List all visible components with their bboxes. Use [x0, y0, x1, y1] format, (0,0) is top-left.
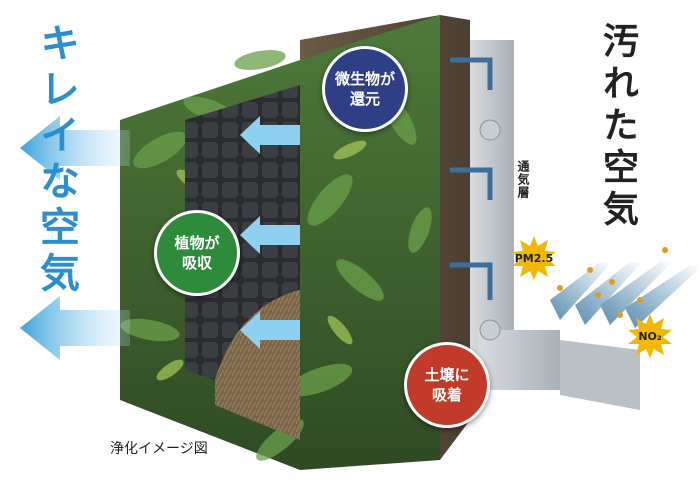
caption: 浄化イメージ図 — [110, 441, 208, 457]
starburst-icon — [512, 236, 556, 280]
plant-absorption-label: 植物が 吸収 — [154, 210, 240, 296]
no2-badge: NO₂ — [626, 312, 674, 360]
polluted-air-streaks — [550, 262, 700, 328]
dirty-air-title: 汚れた空気 — [597, 22, 638, 232]
foliage — [120, 50, 432, 461]
pollutant-particles — [557, 247, 668, 318]
no2-text: NO₂ — [638, 329, 662, 343]
pm25-badge: PM2.5 — [510, 234, 558, 282]
pm25-text: PM2.5 — [514, 251, 554, 265]
air-duct — [470, 40, 640, 410]
starburst-icon — [628, 314, 672, 358]
air-layer-label: 通気層 — [516, 160, 530, 199]
airflow-into-duct — [450, 57, 493, 300]
planter-grid — [185, 85, 300, 380]
microbe-reduction-label: 微生物が 還元 — [322, 46, 408, 132]
clean-air-arrows — [20, 116, 300, 360]
clean-air-title: キレイな空気 — [33, 22, 79, 298]
soil-adsorption-label: 土壌に 吸着 — [404, 342, 490, 428]
